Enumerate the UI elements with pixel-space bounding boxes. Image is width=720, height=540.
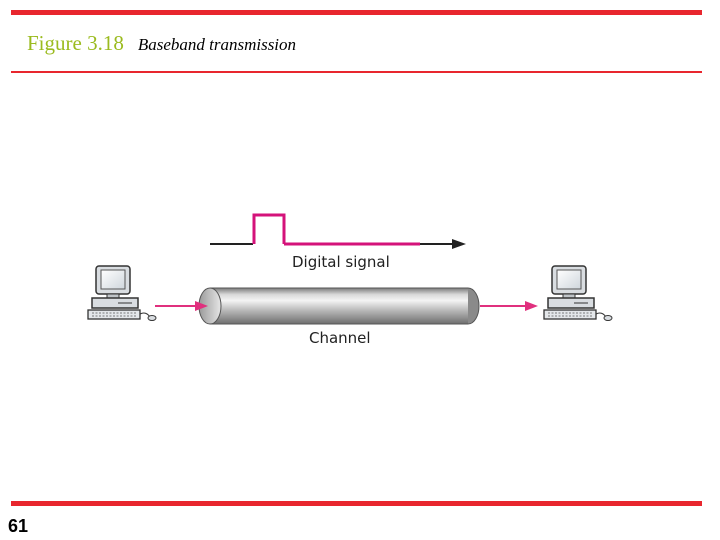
digital-signal-label: Digital signal — [292, 253, 390, 271]
signal-arrowhead — [452, 239, 466, 249]
signal-pulse — [252, 213, 286, 244]
figure-title: Figure 3.18 Baseband transmission — [27, 31, 296, 56]
cylinder-right-end — [467, 287, 480, 325]
input-arrowhead — [195, 301, 208, 311]
computer-icon — [543, 265, 613, 321]
output-arrow — [480, 301, 538, 311]
computer-icon — [87, 265, 157, 321]
output-arrowhead — [525, 301, 538, 311]
channel-cylinder — [198, 287, 480, 325]
cylinder-body — [210, 288, 468, 324]
bottom-rule — [11, 501, 702, 506]
top-rule — [11, 10, 702, 15]
title-underline — [11, 71, 702, 73]
channel-label: Channel — [309, 329, 371, 347]
page-number: 61 — [8, 516, 29, 536]
figure-caption: Baseband transmission — [137, 35, 297, 54]
figure-label: Figure 3.18 — [27, 31, 124, 55]
digital-signal — [210, 213, 466, 249]
input-arrow — [155, 301, 208, 311]
